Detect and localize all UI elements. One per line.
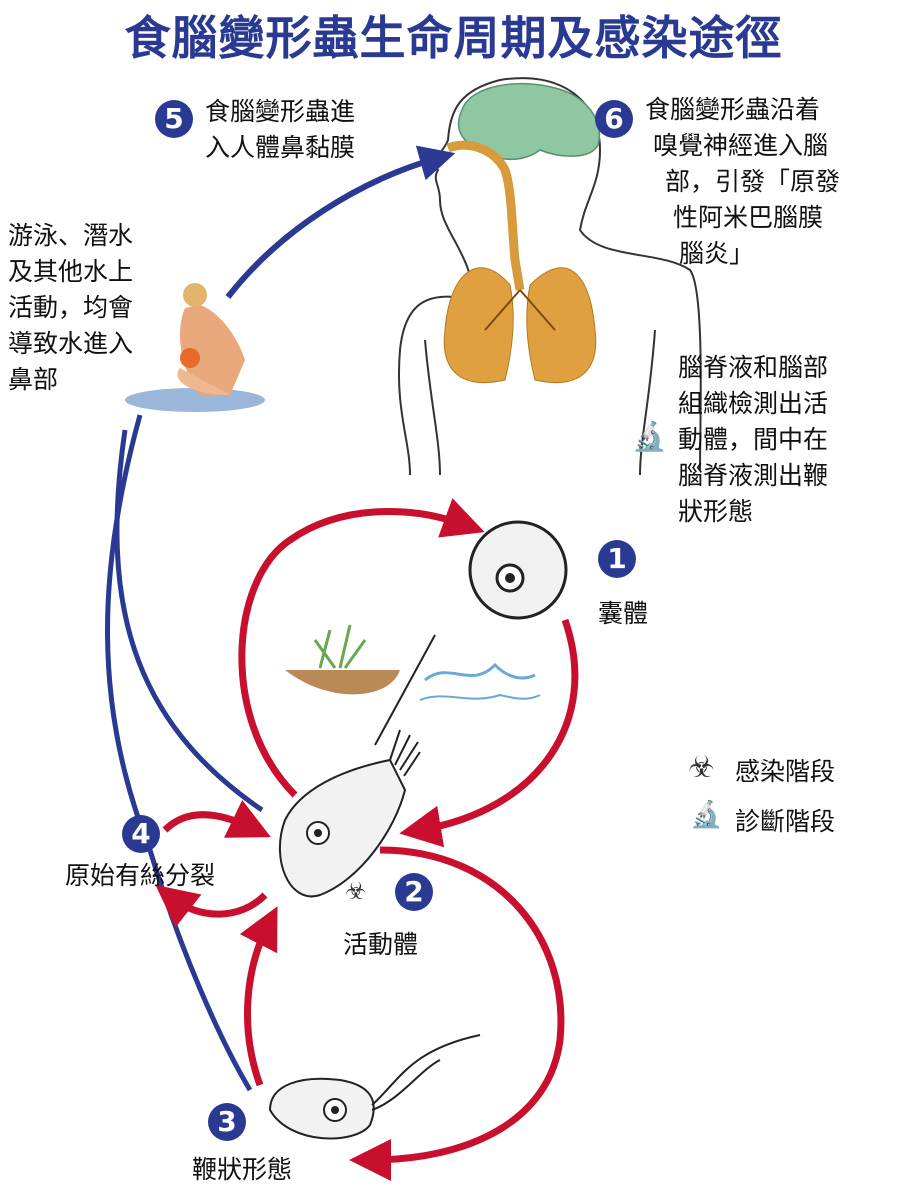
microscope-icon: 🔬	[632, 420, 667, 453]
flagellate-illustration	[268, 1034, 481, 1140]
step-4-label: 原始有絲分裂	[65, 861, 216, 890]
step-3-badge: 3	[208, 1103, 246, 1141]
text-line: 及其他水上	[8, 257, 134, 286]
step-1-label: 囊體	[598, 599, 649, 628]
step-4-badge: 4	[122, 815, 160, 853]
airway	[446, 140, 525, 291]
human-head-torso	[398, 77, 702, 476]
biohazard-icon: ☣	[688, 750, 715, 785]
step-5-text: 食腦變形蟲進 入人體鼻黏膜	[205, 94, 355, 166]
text-line: 食腦變形蟲沿着	[645, 95, 821, 124]
legend-diagnosis-stage: 診斷階段	[735, 807, 836, 836]
step-1-badge: 1	[598, 540, 636, 578]
step-2-label: 活動體	[343, 930, 419, 959]
text-line: 狀形態	[678, 497, 754, 526]
step-6-badge: 6	[595, 100, 633, 138]
legend-infection-stage: 感染階段	[735, 757, 836, 786]
trophozoite-illustration	[278, 729, 421, 898]
text-line: 游泳、潛水	[8, 221, 134, 250]
text-line: 入人體鼻黏膜	[205, 133, 356, 162]
text-line: 嗅覺神經進入腦	[653, 131, 829, 160]
swimmers-illustration	[125, 283, 265, 412]
diagnosis-note: 腦脊液和腦部 組織檢測出活 動體，間中在 腦脊液測出鞭 狀形態	[678, 350, 828, 530]
right-lung	[526, 267, 597, 384]
text-line: 腦脊液和腦部	[678, 353, 829, 382]
microscope-icon: 🔬	[690, 800, 723, 830]
text-line: 活動，均會	[8, 293, 134, 322]
text-line: 腦炎」	[679, 239, 755, 268]
text-line: 導致水進入	[8, 329, 134, 358]
text-line: 腦脊液測出鞭	[678, 461, 829, 490]
text-line: 性阿米巴腦膜	[673, 203, 824, 232]
text-line: 動體，間中在	[678, 425, 829, 454]
swimming-note: 游泳、潛水 及其他水上 活動，均會 導致水進入 鼻部	[8, 218, 133, 398]
step-5-badge: 5	[155, 100, 193, 138]
left-lung	[443, 267, 514, 384]
text-line: 鼻部	[8, 365, 59, 394]
soil-water-illustration	[285, 624, 541, 746]
step-3-label: 鞭狀形態	[192, 1155, 293, 1184]
step-2-badge: 2	[395, 873, 433, 911]
page-title: 食腦變形蟲生命周期及感染途徑	[124, 11, 783, 65]
step-6-text: 食腦變形蟲沿着 嗅覺神經進入腦 部，引發「原發 性阿米巴腦膜 腦炎」	[645, 92, 840, 272]
arrow-to-nose	[225, 145, 456, 299]
text-line: 食腦變形蟲進	[205, 97, 356, 126]
text-line: 組織檢測出活	[678, 389, 829, 418]
biohazard-icon: ☣	[345, 877, 367, 905]
text-line: 部，引發「原發	[665, 167, 841, 196]
cyst-illustration	[468, 520, 568, 620]
